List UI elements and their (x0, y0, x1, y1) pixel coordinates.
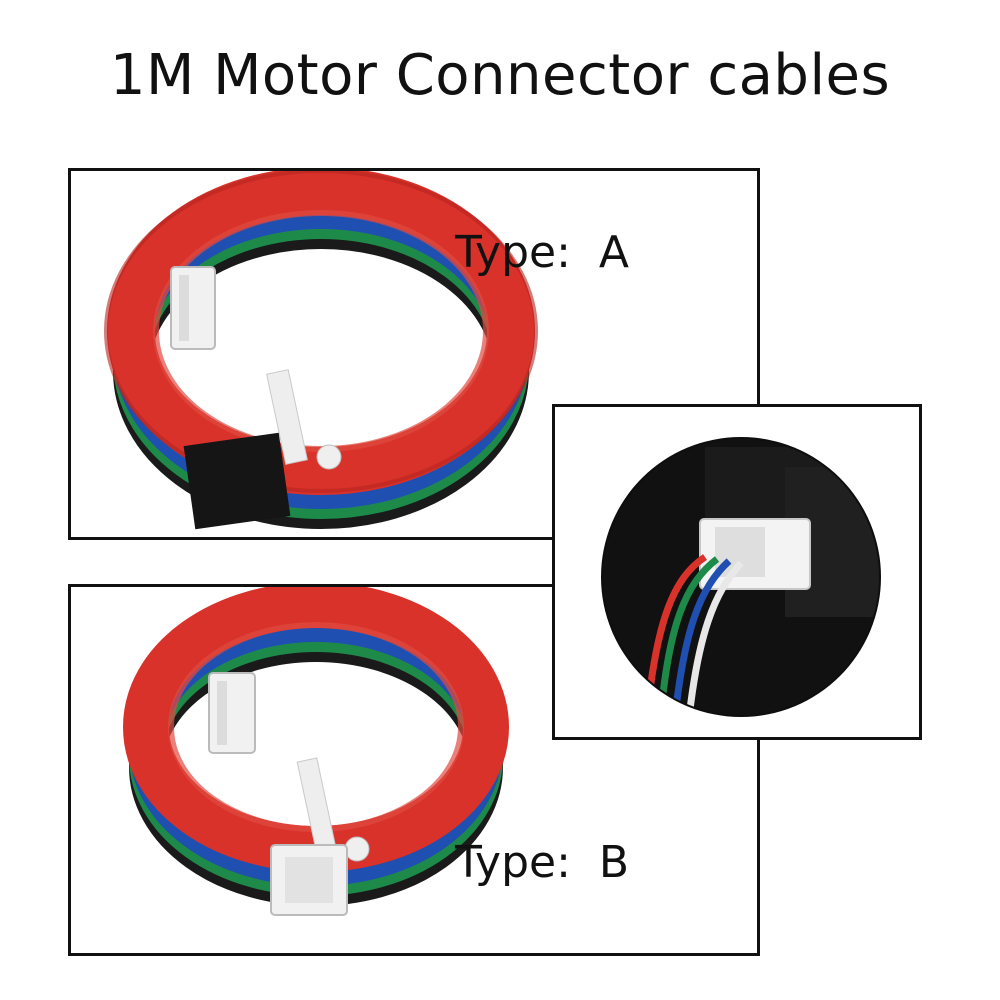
connector-detail-panel (552, 404, 922, 740)
zip-tie-icon (266, 369, 308, 465)
white-connector-icon (170, 266, 216, 350)
type-a-cable-image (104, 171, 538, 530)
motor-connector-closeup (601, 437, 881, 717)
page-title: 1M Motor Connector cables (109, 43, 891, 108)
type-a-label: Type: A (455, 227, 629, 278)
white-connector-icon (208, 672, 256, 754)
black-housing-icon (183, 432, 291, 530)
type-b-label: Type: B (455, 837, 630, 888)
type-b-cable-image (123, 587, 509, 916)
type-a-panel: Type: A (68, 168, 760, 540)
